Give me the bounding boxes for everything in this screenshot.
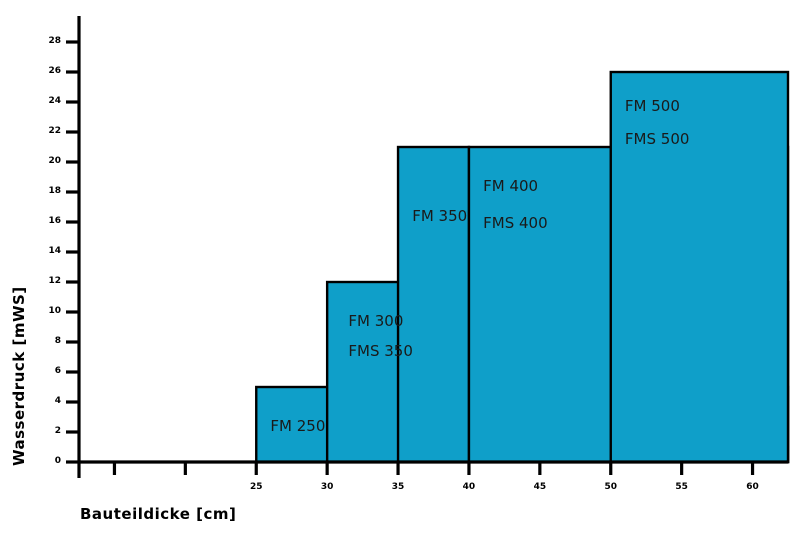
x-tick-label: 60 xyxy=(746,482,759,492)
y-tick-label: 26 xyxy=(48,66,61,76)
x-tick-label: 25 xyxy=(249,482,263,492)
y-axis-title: Wasserdruck [mWS] xyxy=(10,286,28,466)
x-tick-label: 50 xyxy=(604,482,618,492)
y-tick-label: 24 xyxy=(48,96,61,106)
y-tick-label: 2 xyxy=(54,426,61,436)
y-tick-label: 4 xyxy=(54,396,61,406)
y-tick-label: 6 xyxy=(54,366,61,376)
bar-label: FM 250 xyxy=(270,416,326,435)
bar-step xyxy=(396,145,471,464)
y-tick-label: 12 xyxy=(48,276,61,286)
x-tick-label: 45 xyxy=(533,482,547,492)
y-tick-label: 14 xyxy=(48,246,61,256)
bar-label: FM 500 xyxy=(624,97,680,115)
bar-label: FMS 350 xyxy=(348,341,413,360)
y-tick-label: 20 xyxy=(48,156,61,166)
bar-label: FM 400 xyxy=(483,176,539,195)
y-tick-label: 28 xyxy=(48,36,61,46)
x-tick-label: 35 xyxy=(391,482,405,492)
y-tick-label: 8 xyxy=(54,336,61,346)
x-tick-label: 30 xyxy=(320,482,334,492)
y-tick-label: 22 xyxy=(48,126,61,136)
x-tick-label: 55 xyxy=(675,482,688,492)
bar-label: FMS 400 xyxy=(483,214,548,232)
bar-step xyxy=(609,70,790,464)
y-tick-label: 0 xyxy=(54,456,61,466)
y-tick-label: 10 xyxy=(48,306,61,316)
y-tick-label: 16 xyxy=(48,216,61,226)
x-tick-label: 40 xyxy=(462,482,476,492)
axes-group xyxy=(66,16,788,478)
bar-label: FM 350 xyxy=(412,206,468,225)
x-axis-title: Bauteildicke [cm] xyxy=(80,505,237,523)
bar-label: FMS 500 xyxy=(624,130,690,148)
bar-label: FM 300 xyxy=(348,311,404,330)
y-tick-label: 18 xyxy=(48,186,61,196)
bars-group xyxy=(255,70,790,464)
